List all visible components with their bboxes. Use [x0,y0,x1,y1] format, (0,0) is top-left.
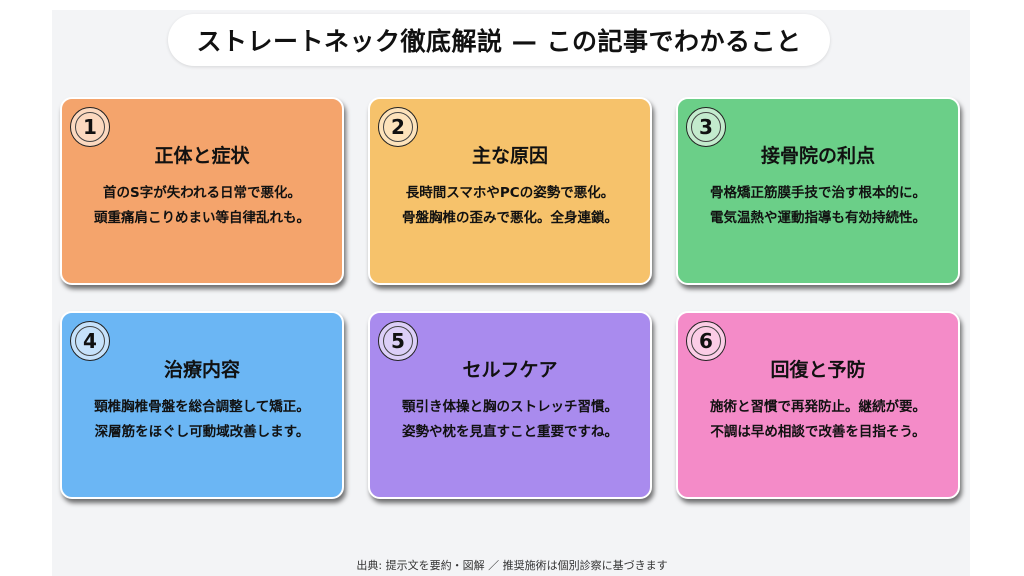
number-badge: 6 [686,321,726,361]
card-body: 頸椎胸椎骨盤を総合調整して矯正。 深層筋をほぐし可動域改善します。 [62,395,342,445]
card-body: 長時間スマホやPCの姿勢で悪化。 骨盤胸椎の歪みで悪化。全身連鎖。 [370,181,650,231]
number-badge: 4 [70,321,110,361]
card-body: 施術と習慣で再発防止。継続が要。 不調は早め相談で改善を目指そう。 [678,395,958,445]
card-title: 回復と予防 [770,359,866,381]
card-title: 正体と症状 [154,145,250,167]
card-line: 施術と習慣で再発防止。継続が要。 [710,399,926,415]
card-line: 姿勢や枕を見直すこと重要ですね。 [402,424,618,440]
card-line: 長時間スマホやPCの姿勢で悪化。 [405,185,615,201]
card-line: 骨格矯正筋膜手技で治す根本的に。 [710,185,926,201]
footer-note: 出典: 提示文を要約・図解 ／ 推奨施術は個別診察に基づきます [356,559,668,572]
card-line: 深層筋をほぐし可動域改善します。 [94,424,310,440]
card-body: 首のS字が失われる日常で悪化。 頭重痛肩こりめまい等自律乱れも。 [62,181,342,231]
info-card: 3 接骨院の利点 骨格矯正筋膜手技で治す根本的に。 電気温熱や運動指導も有効持続… [676,97,960,285]
number-badge: 2 [378,107,418,147]
number-badge-label: 5 [383,326,413,356]
number-badge-label: 3 [691,112,721,142]
card-body: 顎引き体操と胸のストレッチ習慣。 姿勢や枕を見直すこと重要ですね。 [370,395,650,445]
card-title: 主な原因 [471,145,548,167]
info-card: 6 回復と予防 施術と習慣で再発防止。継続が要。 不調は早め相談で改善を目指そう… [676,311,960,499]
number-badge-label: 1 [75,112,105,142]
card-line: 骨盤胸椎の歪みで悪化。全身連鎖。 [402,210,618,226]
info-card: 5 セルフケア 顎引き体操と胸のストレッチ習慣。 姿勢や枕を見直すこと重要ですね… [368,311,652,499]
number-badge-label: 2 [383,112,413,142]
card-title: セルフケア [462,359,558,381]
card-line: 頭重痛肩こりめまい等自律乱れも。 [94,210,310,226]
card-line: 電気温熱や運動指導も有効持続性。 [710,210,926,226]
number-badge-label: 4 [75,326,105,356]
card-line: 首のS字が失われる日常で悪化。 [102,185,302,201]
number-badge-label: 6 [691,326,721,356]
card-line: 顎引き体操と胸のストレッチ習慣。 [402,399,618,415]
card-title: 接骨院の利点 [760,145,875,167]
info-card: 4 治療内容 頸椎胸椎骨盤を総合調整して矯正。 深層筋をほぐし可動域改善します。 [60,311,344,499]
page-title: ストレートネック徹底解説 — この記事でわかること [168,14,830,66]
info-card: 2 主な原因 長時間スマホやPCの姿勢で悪化。 骨盤胸椎の歪みで悪化。全身連鎖。 [368,97,652,285]
info-card: 1 正体と症状 首のS字が失われる日常で悪化。 頭重痛肩こりめまい等自律乱れも。 [60,97,344,285]
card-title: 治療内容 [163,359,240,381]
number-badge: 1 [70,107,110,147]
number-badge: 3 [686,107,726,147]
card-body: 骨格矯正筋膜手技で治す根本的に。 電気温熱や運動指導も有効持続性。 [678,181,958,231]
card-line: 頸椎胸椎骨盤を総合調整して矯正。 [94,399,310,415]
number-badge: 5 [378,321,418,361]
card-line: 不調は早め相談で改善を目指そう。 [710,424,926,440]
